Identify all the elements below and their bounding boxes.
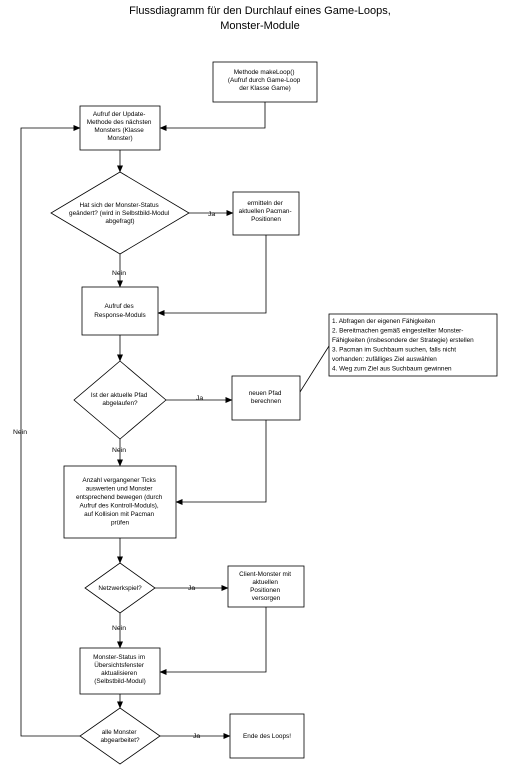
edge-start-update [159, 102, 266, 131]
title-line-1: Flussdiagramm für den Durchlauf eines Ga… [129, 5, 391, 17]
node-monster-status-text: Monster-Status im Übersichtsfenster aktu… [93, 654, 147, 685]
edge-newpath-ticks [175, 420, 267, 505]
label-ja-path: Ja [196, 395, 203, 402]
label-nein-loop: Nein [13, 429, 27, 436]
node-end-box [229, 713, 305, 759]
node-start-text: Methode makeLoop() (Aufruf durch Game-Lo… [228, 69, 302, 92]
node-response-text: Aufruf des Response-Moduls [94, 303, 146, 319]
node-client-text: Client-Monster mit aktuellen Positionen … [239, 571, 293, 602]
node-pacman-box [232, 191, 300, 236]
node-newpath-text: neuen Pfad berechnen [249, 390, 283, 405]
node-start-box [212, 61, 318, 103]
label-nein-path: Nein [112, 447, 126, 454]
node-end-text: Ende des Loops! [243, 733, 291, 740]
label-nein-network: Nein [112, 625, 126, 632]
node-monster-status-box [79, 647, 161, 695]
edge-alldone-no-loop [20, 125, 81, 737]
node-network-text: Netzwerkspiel? [98, 585, 142, 592]
node-pacman-text: ermitteln der aktuellen Pacman- Position… [239, 200, 294, 223]
node-ticks-box [63, 465, 177, 539]
label-ja-status: Ja [208, 211, 215, 218]
node-alldone-text: alle Monster abgearbeitet? [100, 729, 140, 744]
edge-note-connector [299, 345, 330, 393]
node-path-diamond [73, 360, 167, 440]
node-network-diamond [84, 562, 156, 614]
diagram-title: Flussdiagramm für den Durchlauf eines Ga… [90, 4, 430, 34]
edge-client-monster [159, 607, 267, 675]
label-ja-alldone: Ja [193, 733, 200, 740]
node-note-box [328, 313, 498, 377]
edge-pacman-response [157, 235, 267, 316]
label-ja-network: Ja [188, 585, 195, 592]
node-ticks-text: Anzahl vergangener Ticks auswerten und M… [76, 477, 164, 527]
node-response-box [81, 286, 159, 336]
node-update-box [79, 105, 161, 151]
node-status-text: Hat sich der Monster-Status geändert? (w… [69, 202, 171, 225]
title-line-2: Monster-Module [220, 20, 300, 32]
node-alldone-diamond [79, 707, 161, 765]
node-path-text: Ist der aktuelle Pfad abgelaufen? [91, 392, 149, 407]
note-text: 1. Abfragen der eigenen Fähigkeiten 2. B… [332, 318, 476, 373]
node-update-text: Aufruf der Update- Methode des nächsten … [87, 111, 153, 142]
node-client-box [227, 565, 305, 608]
label-nein-status: Nein [112, 270, 126, 277]
node-status-diamond [50, 171, 190, 255]
node-newpath-box [231, 375, 301, 421]
